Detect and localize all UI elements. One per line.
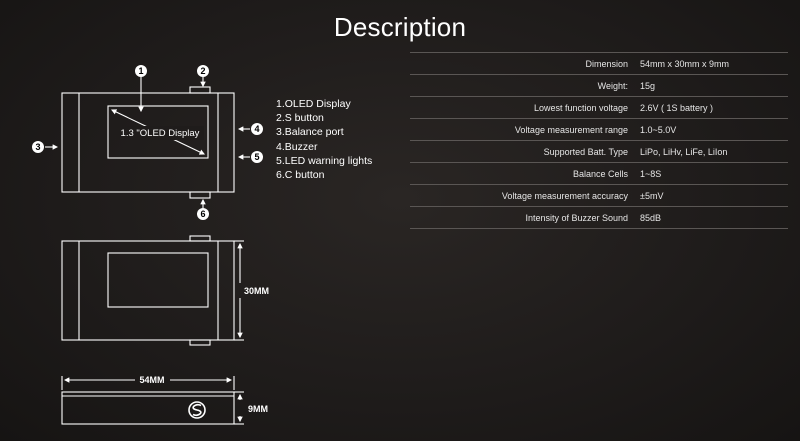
callout-4: 4	[237, 123, 263, 135]
spec-value: 54mm x 30mm x 9mm	[638, 52, 788, 75]
legend-item: 6.C button	[276, 169, 325, 182]
component-legend: 1.OLED Display 2.S button 3.Balance port…	[276, 97, 372, 182]
svg-text:6: 6	[200, 209, 205, 219]
c-button-shape	[189, 191, 211, 199]
legend-item: 5.LED warning lights	[276, 154, 373, 167]
table-row: Voltage measurement accuracy±5mV	[410, 184, 788, 207]
spec-value: 15g	[638, 74, 788, 97]
oled-size-label: 1.3 "OLED Display	[121, 128, 200, 139]
svg-text:5: 5	[254, 152, 259, 162]
spec-label: Lowest function voltage	[410, 96, 638, 119]
callout-5: 5	[237, 151, 263, 163]
svg-text:1: 1	[138, 66, 143, 76]
legend-item: 4.Buzzer	[276, 140, 318, 153]
callout-1: 1	[135, 65, 147, 113]
height-dimension-label: 30MM	[244, 286, 269, 296]
s-button-shape	[189, 86, 211, 94]
oled-display-outline	[107, 105, 209, 159]
spec-label: Intensity of Buzzer Sound	[410, 206, 638, 229]
length-dimension-label: 54MM	[139, 375, 164, 385]
spec-value: LiPo, LiHv, LiFe, LiIon	[638, 140, 788, 163]
front-view-dimensioned	[61, 235, 244, 346]
spec-value: ±5mV	[638, 184, 788, 207]
table-row: Weight:15g	[410, 74, 788, 97]
spec-value: 85dB	[638, 206, 788, 229]
spec-label: Voltage measurement accuracy	[410, 184, 638, 207]
spec-value: 1~8S	[638, 162, 788, 185]
page-title: Description	[333, 12, 467, 42]
svg-text:2: 2	[200, 66, 205, 76]
svg-text:4: 4	[254, 124, 259, 134]
spec-value: 1.0~5.0V	[638, 118, 788, 141]
spec-label: Voltage measurement range	[410, 118, 638, 141]
brand-logo-icon	[188, 401, 206, 419]
legend-item: 1.OLED Display	[276, 98, 351, 110]
svg-text:3: 3	[35, 142, 40, 152]
side-view-dimensioned	[61, 376, 244, 425]
callout-3: 3	[32, 141, 59, 153]
callout-2: 2	[197, 65, 209, 88]
front-view-diagram	[61, 86, 235, 199]
device-body-outline	[61, 92, 235, 193]
spec-label: Supported Batt. Type	[410, 140, 638, 163]
callout-6: 6	[197, 198, 209, 220]
legend-item: 3.Balance port	[276, 126, 344, 139]
depth-dimension-label: 9MM	[248, 404, 268, 414]
legend-item: 2.S button	[276, 112, 324, 125]
spec-label: Weight:	[410, 74, 638, 97]
spec-label: Balance Cells	[410, 162, 638, 185]
spec-label: Dimension	[410, 52, 638, 75]
spec-value: 2.6V ( 1S battery )	[638, 96, 788, 119]
